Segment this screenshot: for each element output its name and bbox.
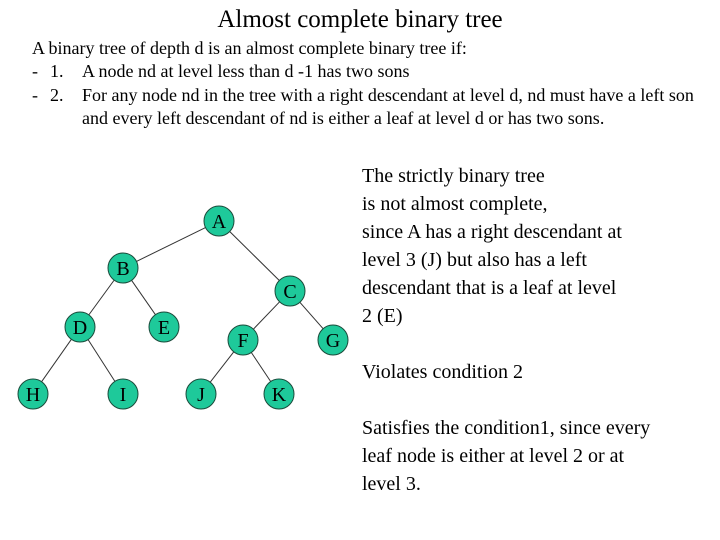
explanation-line: is not almost complete, <box>362 193 548 215</box>
tree-edge-a-b <box>136 227 206 262</box>
tree-edge-a-c <box>229 231 280 281</box>
condition-number: 1. <box>50 61 64 81</box>
definition-intro: A binary tree of depth d is an almost co… <box>32 38 467 58</box>
svg-text:D: D <box>73 317 87 339</box>
bullet-dash: - <box>32 61 38 81</box>
binary-tree-diagram: A B C D E F G H I J K <box>17 205 349 410</box>
svg-text:E: E <box>158 317 170 339</box>
tree-node-e: E <box>148 311 180 343</box>
explanation-line: level 3 (J) but also has a left <box>362 249 587 271</box>
tree-node-h: H <box>17 378 49 410</box>
explanation-line: since A has a right descendant at <box>362 221 622 243</box>
tree-edge-f-k <box>250 352 272 382</box>
tree-node-b: B <box>107 252 139 284</box>
svg-text:I: I <box>120 384 127 406</box>
condition-text: A node nd at level less than d -1 has tw… <box>82 61 410 81</box>
explanation-line: level 3. <box>362 473 421 495</box>
explanation-line: descendant that is a leaf at level <box>362 277 617 299</box>
tree-edge-d-h <box>41 338 72 383</box>
tree-edge-c-f <box>253 301 280 330</box>
condition-text: For any node nd in the tree with a right… <box>82 85 694 128</box>
tree-edge-b-d <box>88 279 115 316</box>
tree-node-d: D <box>64 311 96 343</box>
svg-text:F: F <box>237 330 248 352</box>
explanation-line: Satisfies the condition1, since every <box>362 417 651 439</box>
svg-text:H: H <box>26 384 40 406</box>
slide-title: Almost complete binary tree <box>217 6 503 33</box>
svg-text:J: J <box>197 384 205 406</box>
svg-text:A: A <box>212 211 227 233</box>
tree-node-a: A <box>203 205 235 237</box>
tree-node-k: K <box>263 378 295 410</box>
tree-node-i: I <box>107 378 139 410</box>
condition-number: 2. <box>50 85 64 105</box>
explanation-line: 2 (E) <box>362 305 403 327</box>
tree-node-j: J <box>185 378 217 410</box>
tree-edge-d-i <box>87 339 116 382</box>
svg-text:K: K <box>272 384 287 406</box>
tree-edge-f-j <box>209 351 235 383</box>
explanation-line: The strictly binary tree <box>362 165 545 187</box>
tree-edge-b-e <box>131 280 156 315</box>
tree-node-g: G <box>317 324 349 356</box>
explanation-line: leaf node is either at level 2 or at <box>362 445 625 467</box>
tree-edge-c-g <box>299 301 324 330</box>
svg-text:G: G <box>326 330 340 352</box>
explanation-panel: The strictly binary tree is not almost c… <box>362 162 718 498</box>
svg-text:B: B <box>116 258 129 280</box>
violation-statement: Violates condition 2 <box>362 361 523 383</box>
tree-node-f: F <box>227 324 259 356</box>
tree-node-c: C <box>274 275 306 307</box>
svg-text:C: C <box>283 281 296 303</box>
bullet-dash: - <box>32 85 38 105</box>
